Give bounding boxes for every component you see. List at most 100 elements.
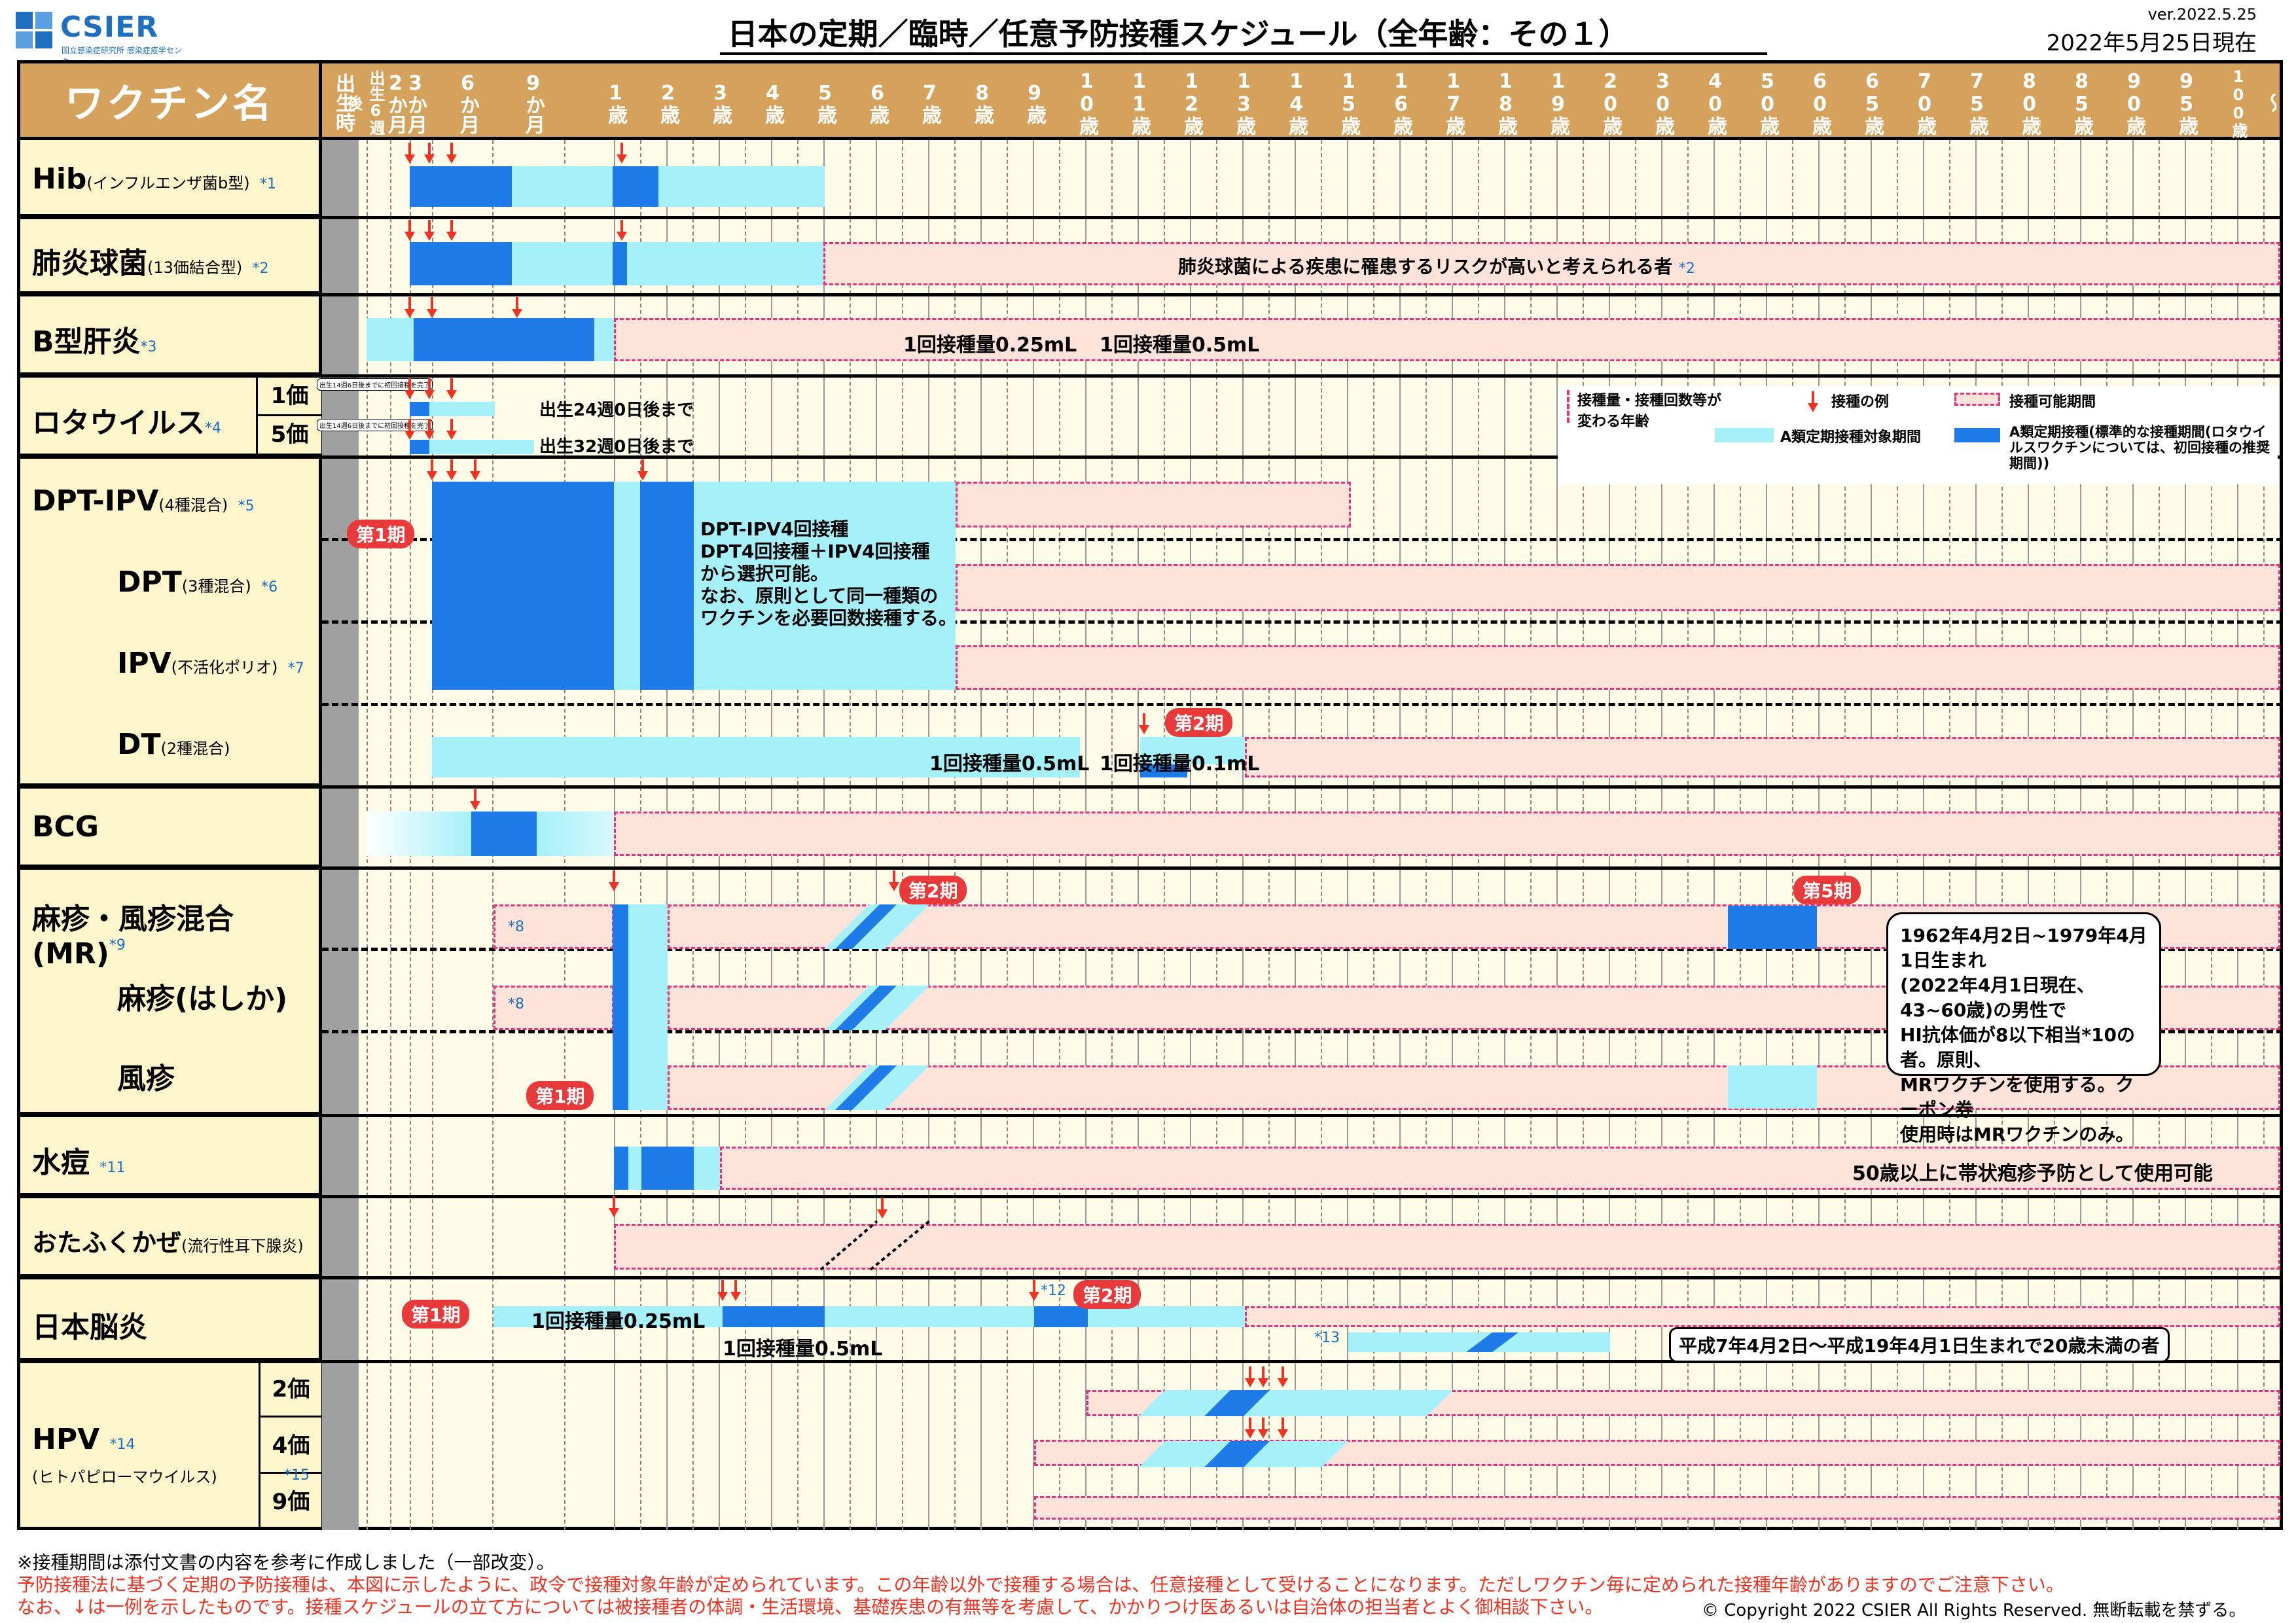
dpt-standard-bar <box>432 482 614 690</box>
legend: 接種量・接種回数等が変わる年齢 接種の例 接種可能期間 A類定期接種対象期間 A… <box>1558 386 2278 484</box>
rota-5-valent: 5価 <box>256 416 321 454</box>
pcv-booster-bar <box>613 242 627 285</box>
dpt-sub: (3種混合) <box>181 577 251 596</box>
dt-phase2-badge: 第2期 <box>1165 708 1233 737</box>
je-target-bar <box>493 1306 723 1327</box>
legend-target-swatch <box>1715 428 1774 442</box>
hib-booster-bar <box>613 166 658 207</box>
callout-line-5: 使用時はMRワクチンのみ。 <box>1900 1124 2134 1145</box>
row-label-hpv: HPV *14(ヒトパピローマウイルス) 2価 4価 9価*15 <box>17 1361 322 1530</box>
age-column-label: 90歳 <box>2123 70 2145 135</box>
je-note13: *13 <box>1314 1330 1340 1346</box>
legend-possible-text: 接種可能期間 <box>2009 394 2096 410</box>
row-divider <box>17 1276 2283 1279</box>
age-column-label: 3か月 <box>404 71 427 134</box>
row-divider <box>17 293 2283 296</box>
varicella-standard-bar <box>614 1147 628 1190</box>
varicella-possible-bar <box>720 1147 2280 1190</box>
hpv-note: *14 <box>109 1436 135 1453</box>
dpt-possible-bar <box>956 564 2280 611</box>
dpt-name: DPT <box>117 565 182 599</box>
row-label-mumps: おたふくかぜ(流行性耳下腺炎) <box>17 1196 322 1277</box>
rota5-standard-bar <box>410 440 429 454</box>
footer-note-1: ※接種期間は添付文書の内容を参考に作成しました（一部改変）。 <box>17 1552 555 1573</box>
rubella-name: 風疹 <box>117 1062 175 1096</box>
varicella-shingles-text: 50歳以上に帯状疱疹予防として使用可能 <box>1852 1162 2213 1185</box>
rota1-target-bar <box>429 402 495 416</box>
age-column-label: 70歳 <box>1913 70 1936 135</box>
mr-phase5-badge: 第5期 <box>1793 876 1861 904</box>
hepb-note: *3 <box>140 339 157 355</box>
measles-note8: *8 <box>508 996 524 1012</box>
varicella-booster-bar <box>641 1147 694 1190</box>
row-dashed-divider <box>322 1030 2283 1033</box>
mumps-name: おたふくかぜ <box>32 1228 182 1257</box>
je-dose-2: 1回接種量0.5mL <box>723 1338 883 1361</box>
age-column-label: 出生時 <box>332 73 355 132</box>
legend-standard-text: A類定期接種(標準的な接種期間(ロタウイルスワクチンについては、初回接種の推奨期… <box>2009 424 2270 471</box>
mr-note: *9 <box>109 937 126 954</box>
age-column-label: 17歳 <box>1442 70 1465 135</box>
age-column-label: 100歳 <box>2229 67 2248 138</box>
je-dose-1: 1回接種量0.25mL <box>531 1310 706 1333</box>
rota5-mini-note: 出生14週6日後までに初回接種を完了 <box>317 419 433 431</box>
age-column-label: 60歳 <box>1808 70 1831 135</box>
dt-sub: (2種混合) <box>160 740 230 758</box>
dpt-note: *6 <box>261 579 278 596</box>
mr-phase2-badge: 第2期 <box>899 876 967 904</box>
dptipv-phase1-badge: 第1期 <box>347 520 415 548</box>
row-label-je: 日本脳炎 <box>17 1277 322 1361</box>
varicella-note: *11 <box>99 1160 126 1176</box>
mr-name: 麻疹・風疹混合(MR) <box>32 902 234 971</box>
je-target-bar-3 <box>825 1306 1034 1327</box>
mr-pre-possible <box>493 904 614 949</box>
dptipv-line-2: DPT4回接種＋IPV4回接種 <box>700 541 930 562</box>
age-column-label: 出生6週後 <box>344 70 385 135</box>
mr-phase5-callout: 1962年4月2日~1979年4月1日生まれ (2022年4月1日現在、43~6… <box>1886 912 2161 1145</box>
mr-phase5-bar <box>1728 906 1817 949</box>
dpt-target-bar <box>694 482 956 690</box>
row-divider <box>17 216 2283 219</box>
je-standard-bar <box>723 1306 825 1327</box>
row-dashed-divider <box>322 620 2283 624</box>
mr-phase1-bar <box>613 904 628 1110</box>
bcg-target-fade <box>367 812 471 856</box>
measles-name: 麻疹(はしか) <box>117 982 288 1016</box>
csier-logo: CSIER 国立感染症研究所 感染症疫学センター <box>16 9 186 66</box>
hepb-name: B型肝炎 <box>32 325 141 359</box>
hpv-note15: *15 <box>284 1467 310 1484</box>
age-column-label: 9歳 <box>1023 81 1046 124</box>
je-phase2-bar <box>1034 1306 1088 1327</box>
callout-line-1: 1962年4月2日~1979年4月1日生まれ <box>1900 925 2147 971</box>
bcg-standard-bar <box>471 812 537 856</box>
legend-example-text: 接種の例 <box>1831 394 1890 410</box>
ipv-note: *7 <box>287 660 304 677</box>
row-label-varicella: 水痘 *11 <box>17 1115 322 1196</box>
hib-target-bar <box>512 166 613 207</box>
mumps-dose-lines <box>819 1220 931 1271</box>
age-column-label: 4歳 <box>761 81 784 124</box>
pcv-risk-text: 肺炎球菌による疾患に罹患するリスクが高いと考えられる者 *2 <box>1178 253 1695 279</box>
je-phase2-target <box>1088 1306 1245 1327</box>
bcg-target-bar <box>537 812 614 856</box>
dpt-booster-bar <box>640 482 694 690</box>
je-phase1-badge: 第1期 <box>402 1300 470 1329</box>
age-column-label: 7歳 <box>918 81 941 124</box>
varicella-gap <box>628 1147 641 1190</box>
mr-phase1-target <box>628 904 668 1110</box>
callout-line-4: MRワクチンを使用する。クーポン券 <box>1900 1074 2134 1120</box>
version-label: ver.2022.5.25 <box>2147 5 2257 24</box>
rota-note: *4 <box>205 420 221 437</box>
mumps-sub: (流行性耳下腺炎) <box>181 1237 304 1255</box>
pcv-target-bar-2 <box>627 242 823 285</box>
ipv-possible-bar <box>956 645 2280 690</box>
legend-possible-swatch <box>1954 393 2000 406</box>
hpv-sub: (ヒトパピローマウイルス) <box>32 1468 217 1486</box>
age-column-label: 16歳 <box>1390 70 1412 135</box>
legend-change-marker-icon <box>1567 390 1570 423</box>
pcv-risk-label: 肺炎球菌による疾患に罹患するリスクが高いと考えられる者 <box>1178 256 1673 277</box>
varicella-target-bar <box>694 1147 720 1190</box>
dt-target-bar <box>432 737 1080 777</box>
legend-change-text: 接種量・接種回数等が変わる年齢 <box>1577 393 1722 430</box>
age-column-label: 12歳 <box>1180 70 1203 135</box>
